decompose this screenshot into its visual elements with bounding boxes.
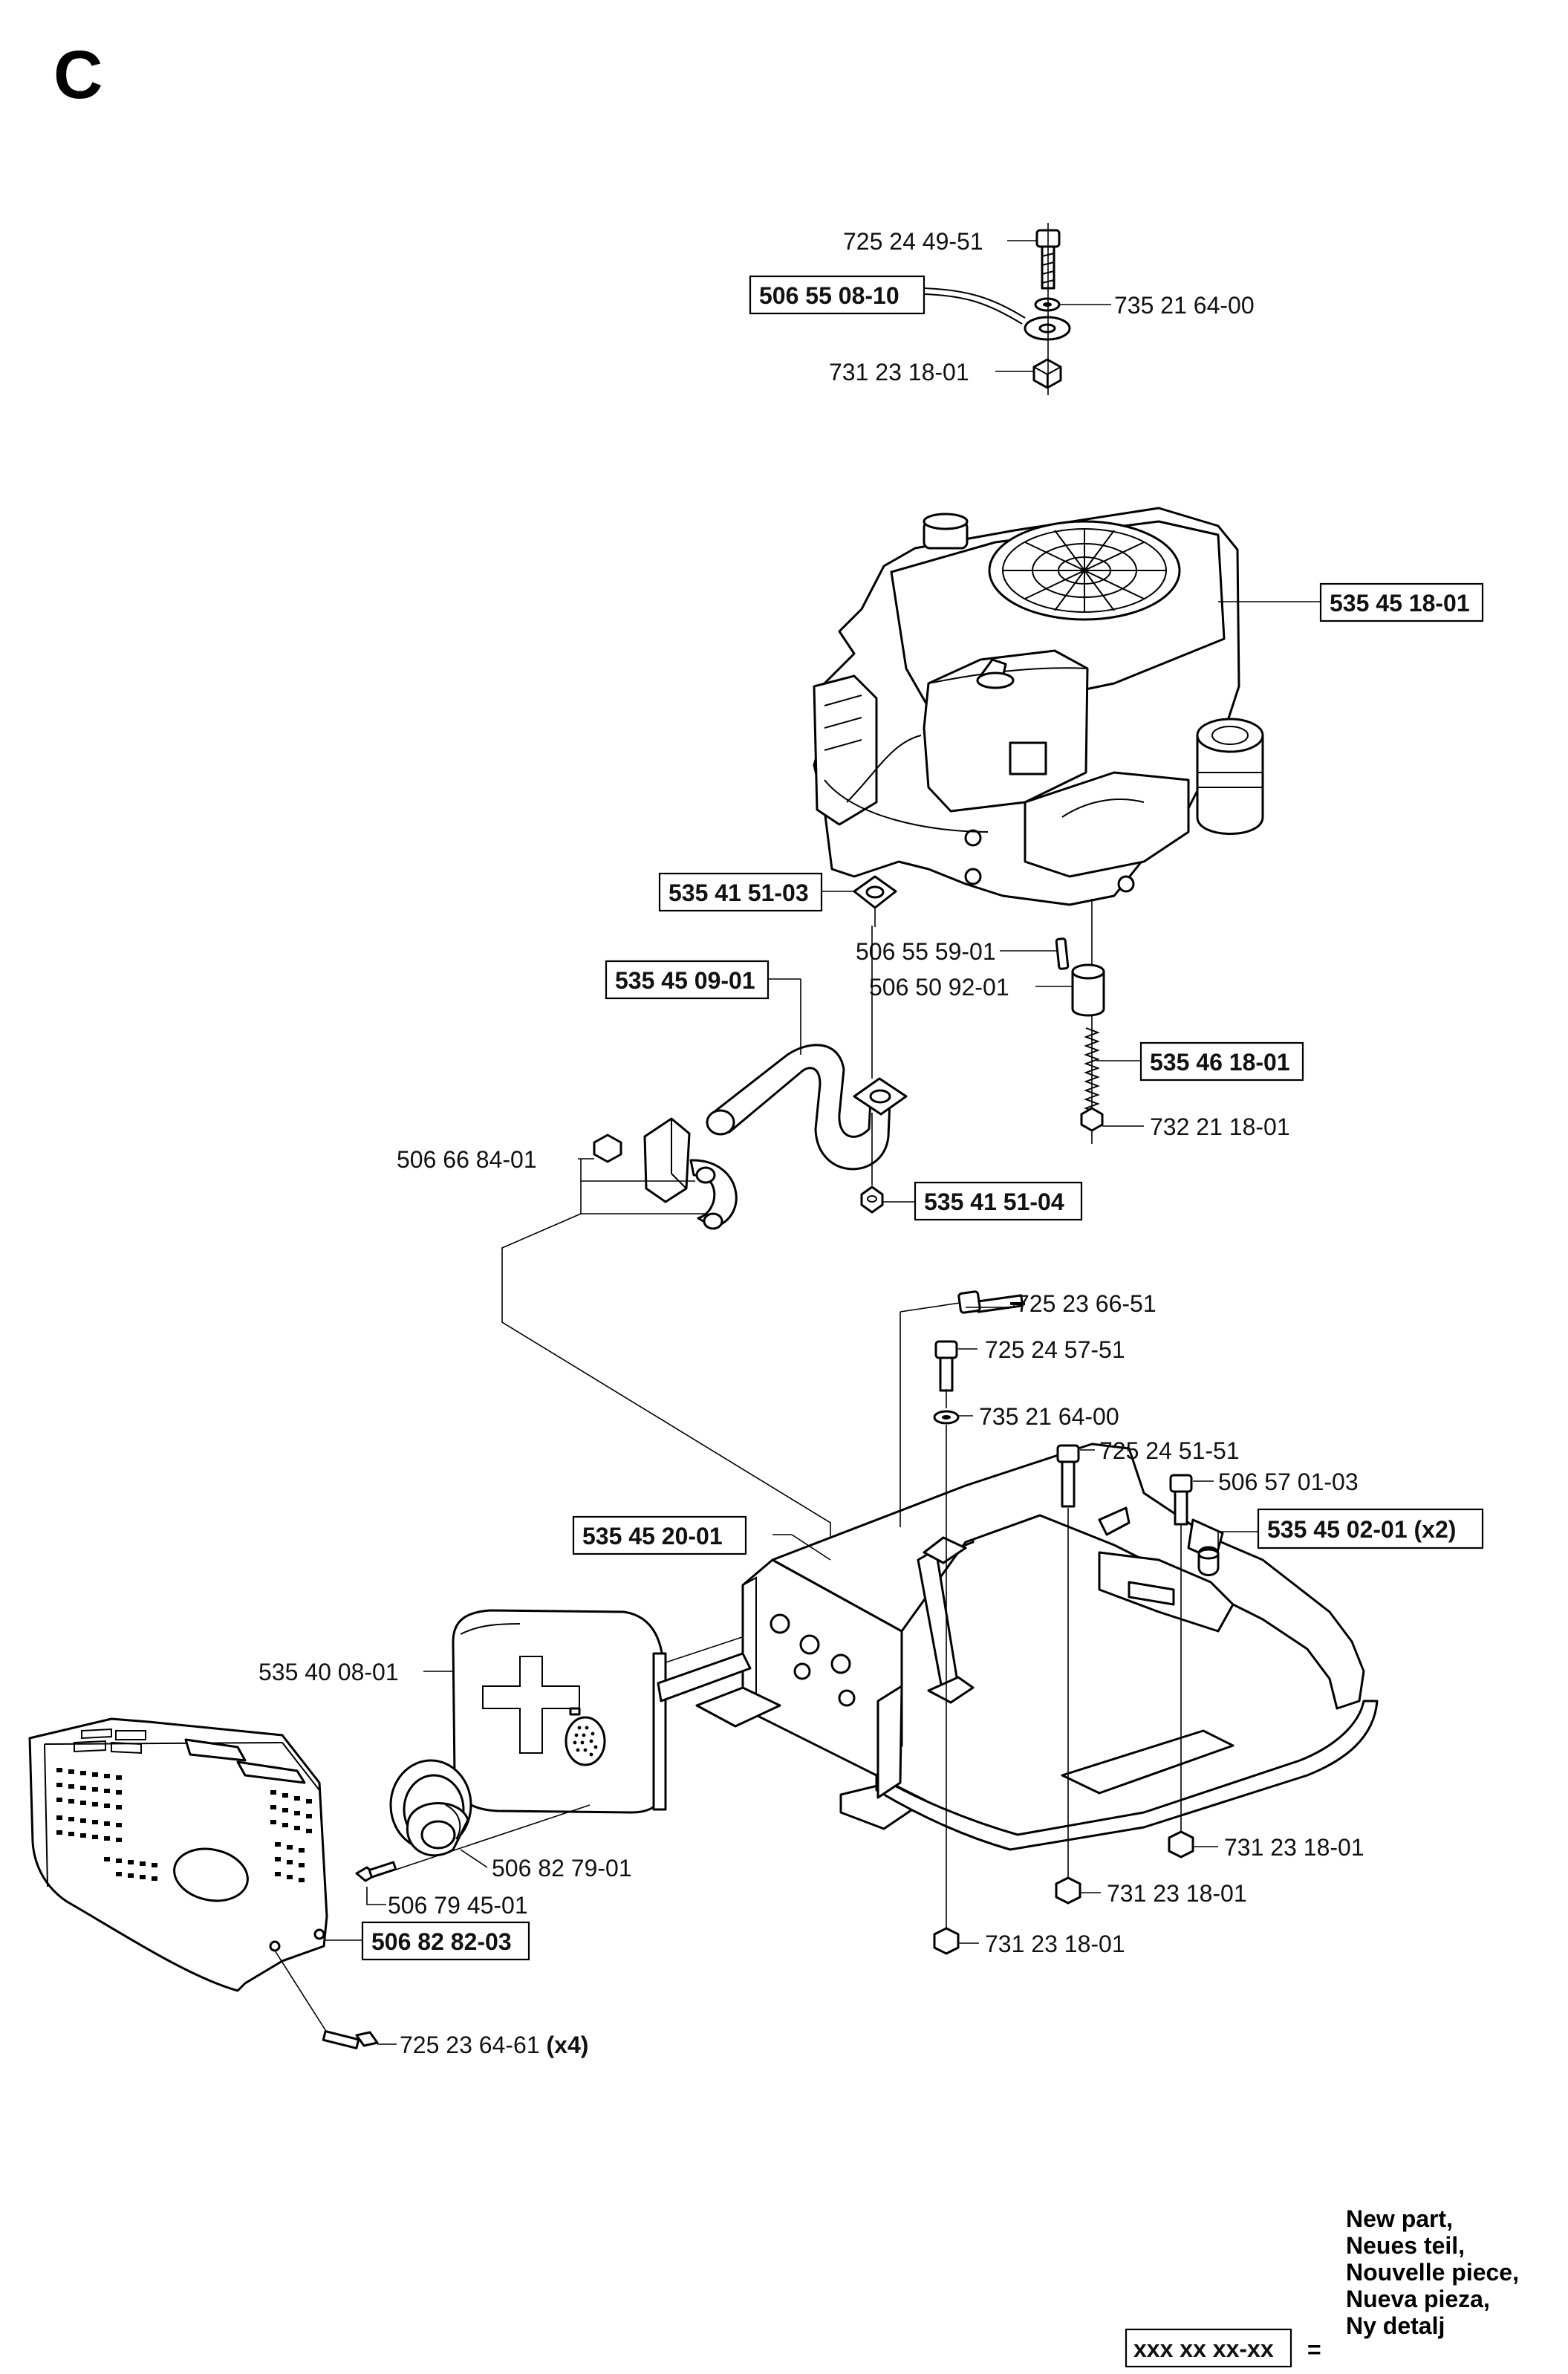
label-nut-frame-3: 731 23 18-01	[985, 1931, 1125, 1957]
sleeve-icon	[1071, 963, 1105, 1017]
muffler-guard-icon	[28, 1717, 328, 1992]
label-engine: 535 45 18-01	[1319, 582, 1484, 622]
label-nut-spring: 732 21 18-01	[1150, 1113, 1290, 1140]
svg-text:535 41 51-03: 535 41 51-03	[668, 879, 809, 906]
engine-icon	[813, 507, 1264, 906]
nut-top-icon	[1032, 358, 1062, 389]
nut-frame-2-icon	[1055, 1876, 1081, 1905]
bolt-frame-3-icon	[1056, 1444, 1080, 1508]
label-bolt-frame-2: 725 24 57-51	[985, 1336, 1125, 1363]
label-bracket: 535 45 20-01	[572, 1515, 747, 1555]
nut-spring-icon	[1080, 1107, 1104, 1132]
muffler-icon	[452, 1609, 752, 1814]
svg-text:506 82 82-03: 506 82 82-03	[371, 1928, 512, 1955]
clamp-icon	[593, 1117, 738, 1230]
label-deflector: 506 82 79-01	[492, 1855, 632, 1882]
svg-text:535 45 20-01: 535 45 20-01	[582, 1523, 723, 1549]
spring-icon	[1084, 1027, 1100, 1113]
bolt-frame-2-icon	[934, 1340, 958, 1392]
label-muffler: 535 40 08-01	[258, 1659, 399, 1685]
label-bolt-frame-4: 506 57 01-03	[1218, 1469, 1359, 1495]
legend-line-4: Nueva pieza,	[1346, 2286, 1490, 2312]
legend-equals: =	[1307, 2336, 1321, 2363]
deflector-icon	[389, 1759, 472, 1857]
label-spring: 535 46 18-01	[1139, 1041, 1304, 1082]
svg-text:535 45 18-01: 535 45 18-01	[1330, 590, 1470, 617]
svg-text:535 45 02-01 (x2): 535 45 02-01 (x2)	[1267, 1516, 1456, 1543]
gasket-lower-icon	[860, 1186, 884, 1214]
label-gasket-lower: 535 41 51-04	[914, 1181, 1083, 1221]
bolt-frame-1-icon	[957, 1290, 1024, 1314]
label-bolt-top: 725 24 49-51	[843, 228, 983, 255]
screw-guard-icon	[322, 2030, 379, 2049]
label-bushing: 535 45 02-01 (x2)	[1257, 1508, 1484, 1549]
svg-text:535 45 09-01: 535 45 09-01	[615, 967, 755, 994]
bolt-frame-4-icon	[1169, 1474, 1193, 1526]
label-cable: 506 55 08-10	[749, 275, 925, 315]
washer-top-icon	[1034, 297, 1061, 312]
label-nut-frame-2: 731 23 18-01	[1107, 1880, 1247, 1907]
label-washer-frame: 735 21 64-00	[979, 1403, 1119, 1430]
bracket-frame-icon	[695, 1443, 1379, 1851]
bushing-icon	[1197, 1546, 1220, 1576]
label-bolt-frame-3: 725 24 51-51	[1099, 1437, 1240, 1464]
label-clamp: 506 66 84-01	[397, 1146, 537, 1173]
exhaust-pipe-icon	[706, 1044, 908, 1171]
legend-box-text: xxx xx xx-xx	[1133, 2335, 1274, 2362]
legend: xxx xx xx-xx = New part, Neues teil, Nou…	[1125, 2205, 1519, 2368]
svg-text:535 41 51-04: 535 41 51-04	[924, 1188, 1064, 1215]
legend-line-2: Neues teil,	[1346, 2232, 1465, 2259]
label-sleeve: 506 50 92-01	[869, 974, 1009, 1001]
nut-frame-1-icon	[1168, 1830, 1194, 1858]
legend-line-5: Ny detalj	[1346, 2312, 1445, 2339]
label-nut-top: 731 23 18-01	[829, 359, 969, 386]
label-exhaust-pipe: 535 45 09-01	[605, 960, 770, 1000]
legend-line-1: New part,	[1346, 2205, 1453, 2232]
label-washer-top: 735 21 64-00	[1114, 292, 1255, 319]
cable-terminal-icon	[923, 287, 1071, 341]
nut-frame-3-icon	[933, 1927, 960, 1955]
gasket-upper-icon	[853, 875, 897, 909]
section-letter: C	[53, 37, 103, 113]
label-gasket-upper: 535 41 51-03	[658, 872, 823, 912]
label-screw-guard: 725 23 64-61 (x4)	[400, 2032, 588, 2058]
svg-text:506 55 08-10: 506 55 08-10	[759, 282, 900, 309]
label-nut-frame-1: 731 23 18-01	[1224, 1834, 1364, 1861]
pin-icon	[1055, 937, 1070, 970]
label-screw-deflector: 506 79 45-01	[388, 1892, 528, 1919]
label-bolt-frame-1: 725 23 66-51	[1016, 1290, 1157, 1317]
washer-frame-icon	[933, 1410, 960, 1425]
legend-box-example	[1125, 2328, 1292, 2368]
legend-line-3: Nouvelle piece,	[1346, 2259, 1519, 2286]
svg-text:535 46 18-01: 535 46 18-01	[1150, 1049, 1290, 1076]
label-muffler-guard: 506 82 82-03	[361, 1921, 530, 1961]
screw-deflector-icon	[355, 1861, 397, 1882]
label-pin: 506 55 59-01	[856, 938, 996, 965]
